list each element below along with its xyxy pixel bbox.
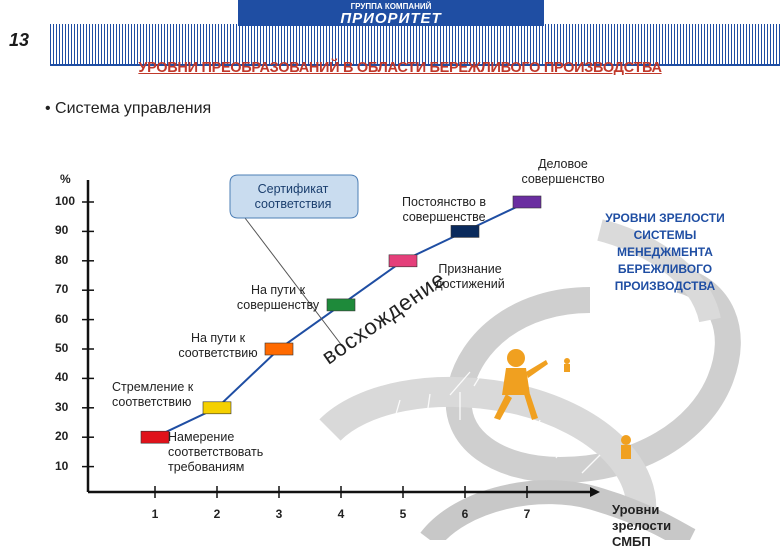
y-tick-label: 90: [55, 223, 69, 238]
x-axis-title: Уровни зрелости СМБП: [612, 502, 671, 550]
step-label-7: Деловое совершенство: [521, 157, 605, 186]
maturity-levels-caption: УРОВНИ ЗРЕЛОСТИ СИСТЕМЫ МЕНЕДЖМЕНТА БЕРЕ…: [590, 210, 740, 295]
bullet-text: • Система управления: [45, 100, 212, 117]
small-person-icon: [621, 435, 631, 459]
slide-title: УРОВНИ ПРЕОБРАЗОВАНИЙ В ОБЛАСТИ БЕРЕЖЛИВ…: [138, 60, 662, 76]
caption-line4: БЕРЕЖЛИВОГО: [617, 262, 713, 276]
caption-line1: УРОВНИ ЗРЕЛОСТИ: [605, 211, 725, 225]
y-tick-label: 70: [55, 282, 69, 297]
x-axis-ticks: [154, 486, 528, 498]
x-tick-label: 4: [337, 507, 345, 521]
x-tick-label: 6: [461, 507, 469, 521]
step-marker-1: [140, 430, 170, 444]
x-axis-arrow: [590, 487, 600, 497]
caption-line2: СИСТЕМЫ: [633, 228, 697, 242]
y-tick-label: 100: [55, 194, 76, 208]
x-tick-label: 1: [151, 507, 159, 521]
y-tick-label: 30: [55, 399, 69, 414]
x-tick-label: 3: [275, 507, 283, 521]
y-tick-label: 40: [55, 370, 69, 385]
step-label-4: На пути к совершенству: [236, 283, 320, 312]
caption-line3: МЕНЕДЖМЕНТА: [617, 245, 713, 259]
x-tick-label: 2: [213, 507, 221, 521]
step-label-1: Намерение соответствовать требованиям: [168, 430, 264, 474]
step-markers: [140, 195, 542, 444]
y-tick-label: 20: [55, 429, 69, 444]
step-marker-5: [388, 254, 418, 268]
x-axis-title-line2: зрелости: [612, 518, 672, 533]
y-tick-label: 60: [55, 311, 69, 326]
company-logo: ГРУППА КОМПАНИЙ ПРИОРИТЕТ: [238, 0, 544, 26]
step-marker-2: [202, 401, 232, 415]
y-axis-unit: %: [60, 172, 71, 186]
y-axis-ticks: [82, 201, 94, 468]
x-tick-label: 5: [399, 507, 407, 521]
certificate-callout: [229, 174, 359, 348]
step-label-5: Признание достижений: [435, 262, 505, 291]
header-band: [50, 24, 780, 66]
x-axis-title-line3: СМБП: [612, 534, 651, 549]
caption-line5: ПРОИЗВОДСТВА: [614, 279, 716, 293]
step-marker-7: [512, 195, 542, 209]
step-label-3: На пути к соответствию: [178, 331, 258, 360]
step-label-2: Стремление к соответствию: [112, 380, 194, 409]
step-marker-3: [264, 342, 294, 356]
y-tick-label: 10: [55, 458, 69, 473]
spiral-staircase-illustration: [319, 219, 741, 540]
x-tick-label: 7: [523, 507, 531, 521]
logo-name: ПРИОРИТЕТ: [340, 10, 442, 27]
page-number: 13: [8, 30, 30, 50]
step-label-6: Постоянство в совершенстве: [402, 195, 486, 224]
y-tick-label: 50: [55, 341, 69, 355]
walking-person-icon: [494, 349, 548, 420]
tiny-person-icon: [564, 358, 570, 372]
step-marker-4: [326, 298, 356, 312]
callout-text: Сертификат соответствия: [254, 182, 332, 211]
header-band-line: [50, 64, 780, 66]
x-axis-title-line1: Уровни: [612, 502, 660, 517]
step-marker-6: [450, 225, 480, 238]
logo-caption: ГРУППА КОМПАНИЙ: [350, 2, 432, 11]
y-tick-label: 80: [55, 252, 69, 267]
